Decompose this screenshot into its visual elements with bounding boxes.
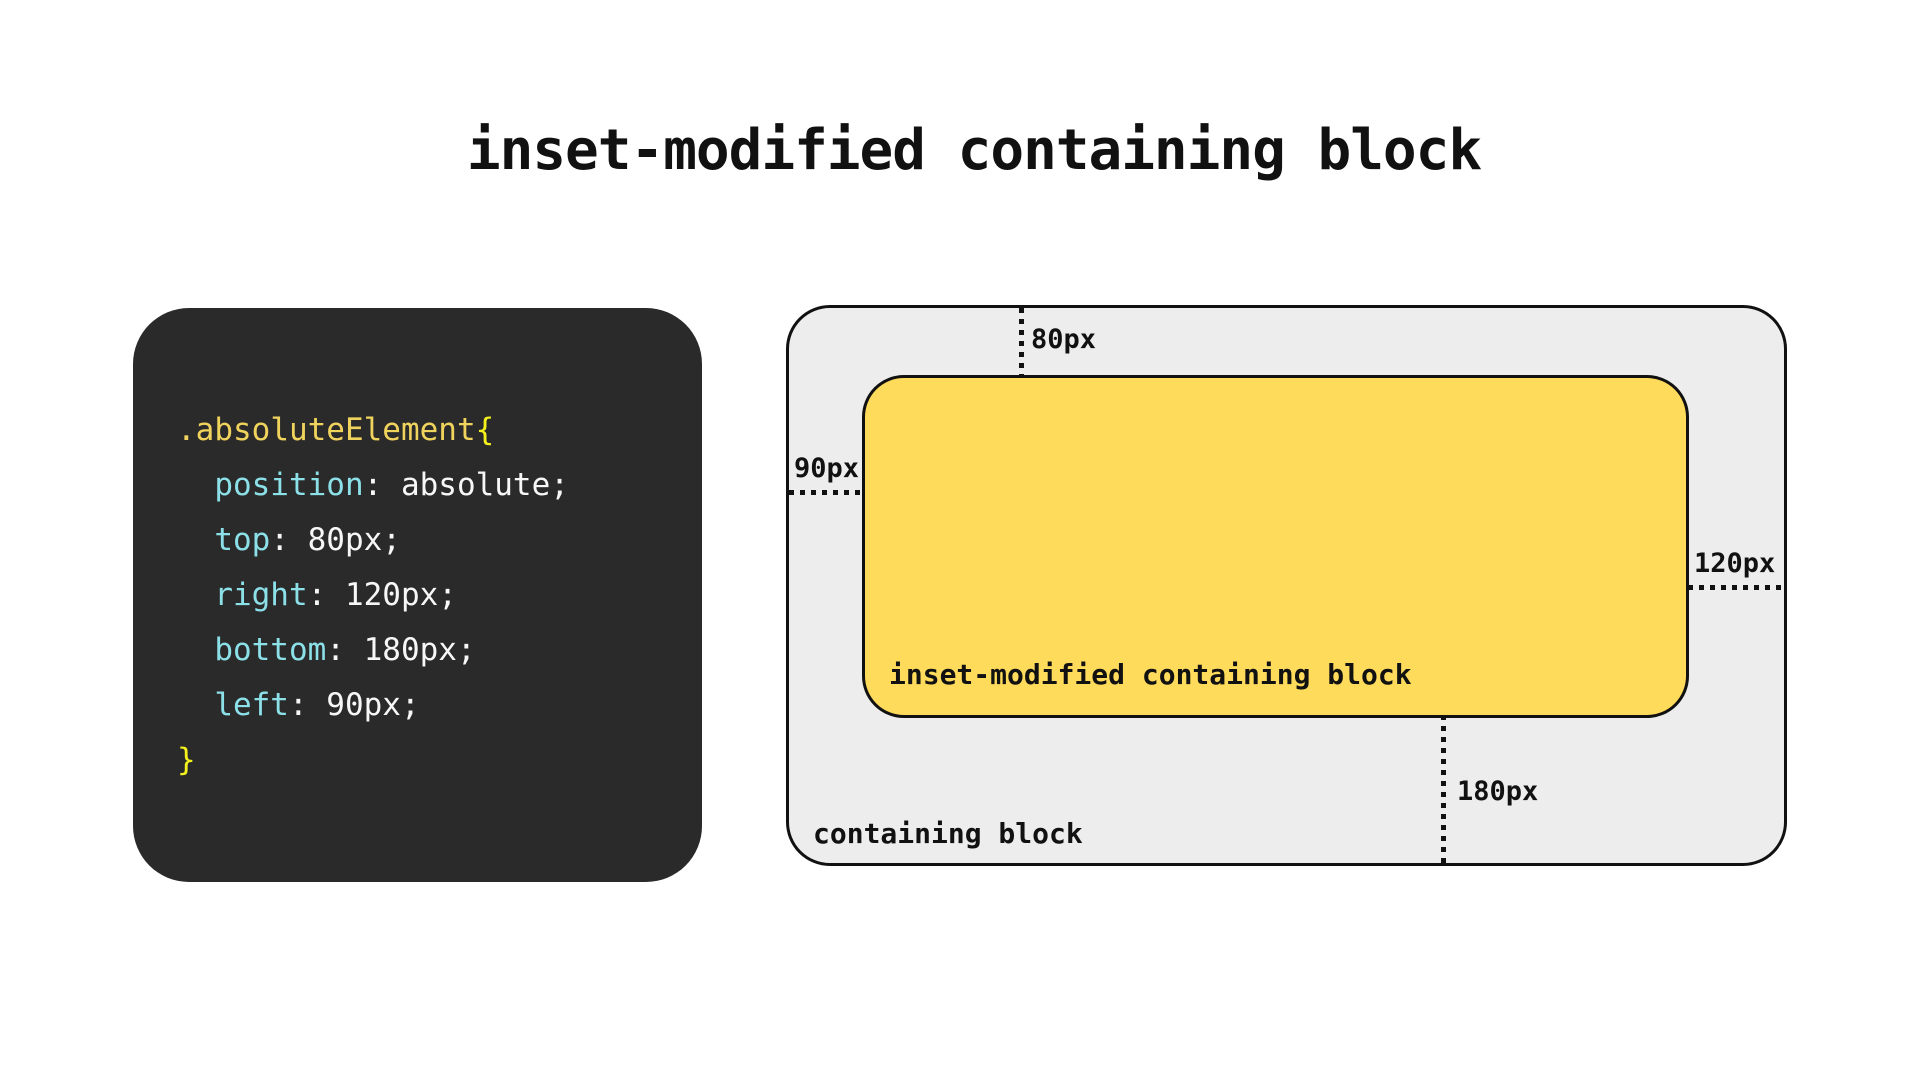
css-property-token: bottom <box>214 631 327 668</box>
containing-block-label: containing block <box>813 817 1083 850</box>
dimension-label-bottom: 180px <box>1457 776 1539 807</box>
css-property-token: left <box>214 686 289 723</box>
dimension-label-top: 80px <box>1031 324 1097 355</box>
dimension-label-left: 90px <box>794 453 860 484</box>
dimension-line-left <box>789 490 862 495</box>
colon-token: : <box>307 576 345 613</box>
css-selector-token: .absoluteElement <box>177 411 476 448</box>
containing-block: inset-modified containing block containi… <box>786 305 1787 866</box>
colon-token: : <box>288 686 327 723</box>
css-property-token: right <box>214 576 308 613</box>
dimension-line-top <box>1019 308 1024 375</box>
inset-block-label: inset-modified containing block <box>889 658 1412 691</box>
dimension-line-bottom <box>1441 715 1446 863</box>
colon-token: : <box>270 521 308 558</box>
close-brace-token: } <box>177 741 196 778</box>
page-title: inset-modified containing block <box>466 118 1482 183</box>
colon-token: : <box>363 466 401 503</box>
code-panel: .absoluteElement{ position: absolute; to… <box>133 308 702 882</box>
code-line-position: position: absolute; <box>177 458 702 513</box>
colon-token: : <box>326 631 364 668</box>
code-line-left: left: 90px; <box>177 678 702 733</box>
code-line-right: right: 120px; <box>177 568 702 623</box>
dimension-label-right: 120px <box>1694 548 1776 579</box>
css-property-token: position <box>214 466 364 503</box>
css-value-token: 180px; <box>363 631 476 668</box>
css-property-token: top <box>214 521 271 558</box>
inset-modified-containing-block: inset-modified containing block <box>862 375 1689 718</box>
code-line-top: top: 80px; <box>177 513 702 568</box>
code-line-close-brace: } <box>177 733 702 788</box>
css-value-token: 80px; <box>307 521 401 558</box>
css-value-token: 120px; <box>344 576 457 613</box>
dimension-line-right <box>1688 585 1784 590</box>
code-line-selector: .absoluteElement{ <box>177 403 702 458</box>
css-value-token: 90px; <box>326 686 420 723</box>
code-line-bottom: bottom: 180px; <box>177 623 702 678</box>
open-brace-token: { <box>475 411 495 448</box>
css-value-token: absolute; <box>400 466 569 503</box>
